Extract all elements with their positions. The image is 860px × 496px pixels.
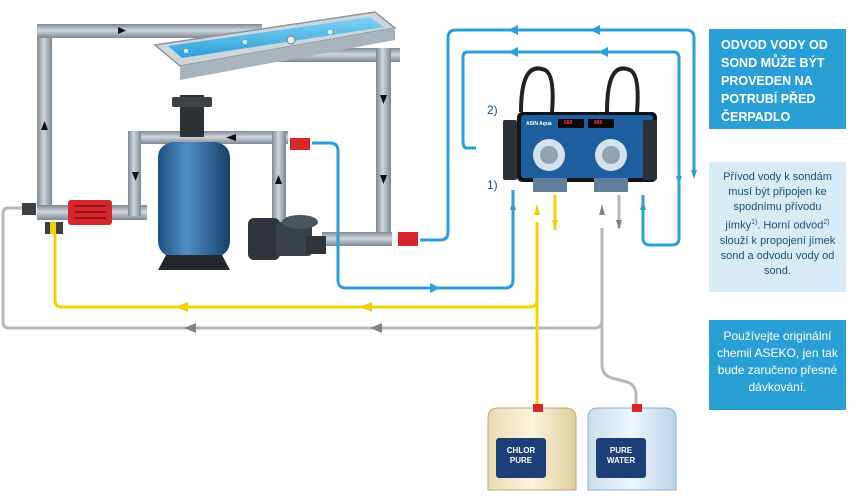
display-right: 888 bbox=[594, 120, 603, 126]
label-connector-2: 2) bbox=[487, 103, 498, 117]
gray-return-line bbox=[1, 206, 638, 418]
dosing-controller bbox=[503, 66, 657, 192]
fittings bbox=[22, 138, 418, 246]
chemistry-note-box: Používejte originální chemii ASEKO, jen … bbox=[709, 320, 846, 410]
intake-note-part2: . Horní odvod bbox=[757, 219, 824, 232]
chemistry-note-text: Používejte originální chemii ASEKO, jen … bbox=[717, 329, 838, 394]
canister-water-label: PURE WATER bbox=[598, 446, 644, 466]
intake-note-part1: Přívod vody k sondám musí být připojen k… bbox=[723, 171, 832, 232]
flow-arrows-blue bbox=[430, 25, 697, 293]
canister-pure-water bbox=[587, 404, 677, 491]
blue-sample-lines bbox=[312, 28, 696, 290]
intake-note-part3: slouží k propojení jímek sond a odvodu v… bbox=[719, 234, 836, 277]
canister-water-line2: WATER bbox=[606, 456, 636, 465]
label-connector-1: 1) bbox=[487, 178, 498, 192]
device-brand: ASIN Aqua bbox=[526, 121, 552, 127]
canister-chlor-pure bbox=[487, 404, 577, 491]
drain-note-text: ODVOD VODY OD SOND MŮŽE BÝT PROVEDEN NA … bbox=[721, 38, 828, 124]
pool-pump bbox=[248, 215, 326, 260]
sand-filter bbox=[158, 95, 230, 270]
intake-note-sup2: 2) bbox=[823, 219, 830, 226]
flow-arrows-main bbox=[41, 27, 387, 184]
display-left: 888 bbox=[564, 120, 573, 126]
intake-note-box: Přívod vody k sondám musí být připojen k… bbox=[709, 162, 846, 292]
canister-water-line1: PURE bbox=[609, 446, 633, 455]
intake-note-sup1: 1) bbox=[751, 219, 758, 226]
heater-unit bbox=[68, 200, 112, 225]
canister-chlor-label: CHLOR PURE bbox=[498, 446, 544, 466]
swimming-pool bbox=[153, 11, 397, 80]
flow-arrows-chem bbox=[176, 204, 622, 333]
canister-chlor-line1: CHLOR bbox=[506, 446, 536, 455]
canister-chlor-line2: PURE bbox=[509, 456, 533, 465]
drain-note-box: ODVOD VODY OD SOND MŮŽE BÝT PROVEDEN NA … bbox=[709, 29, 846, 129]
